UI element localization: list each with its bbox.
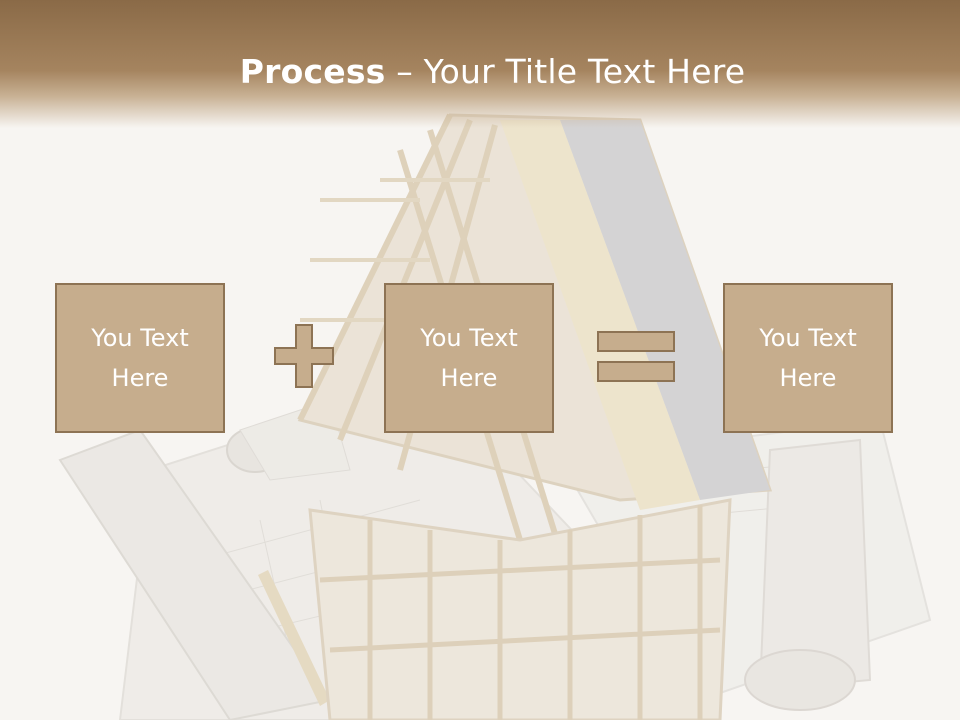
equals-icon	[597, 331, 675, 382]
process-box-2-label: You Text Here	[420, 324, 518, 392]
process-box-1[interactable]: You Text Here	[55, 283, 225, 433]
process-box-1-label: You Text Here	[91, 324, 189, 392]
title-bold: Process	[239, 52, 386, 91]
process-box-2[interactable]: You Text Here	[384, 283, 554, 433]
process-box-3[interactable]: You Text Here	[723, 283, 893, 433]
title-rest: – Your Title Text Here	[396, 52, 746, 91]
plus-icon	[274, 324, 334, 388]
title-bar	[0, 0, 960, 128]
process-box-3-label: You Text Here	[759, 324, 857, 392]
slide-title: Process – Your Title Text Here	[0, 52, 960, 91]
